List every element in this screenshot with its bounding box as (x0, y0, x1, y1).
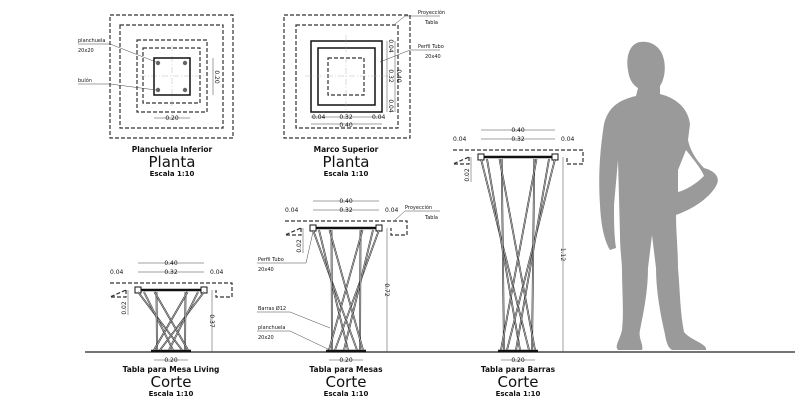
label-tube-size: 20x40 (258, 267, 274, 273)
dim-base: 0.20 (339, 357, 353, 364)
dim-total: 0.40 (511, 127, 525, 134)
title: Tabla para Barras (481, 365, 556, 374)
title: Tabla para Mesas (309, 365, 383, 374)
dim-side2: 0.04 (385, 207, 399, 214)
dim-mid: 0.32 (511, 136, 525, 143)
label-tube-size: 20x40 (425, 54, 441, 60)
dim-v-a: 0.04 (387, 39, 394, 53)
dim-v: 0.20 (213, 70, 220, 84)
dim-mid: 0.32 (339, 114, 353, 121)
dim-side1: 0.04 (453, 136, 467, 143)
title: Marco Superior (314, 145, 379, 154)
table-projection (109, 282, 233, 298)
dim-top: 0.02 (464, 168, 471, 182)
view: Planta (149, 153, 196, 171)
scale: Escala 1:10 (324, 390, 369, 398)
dim-base: 0.20 (164, 357, 178, 364)
label-table: Tabla (424, 215, 438, 221)
label-tube: Perfil Tubo (418, 44, 444, 50)
view: Corte (498, 373, 539, 391)
dim-v-mid: 0.32 (387, 69, 394, 83)
dim-side1: 0.04 (312, 114, 326, 121)
table-projection (452, 149, 584, 165)
person-silhouette (599, 41, 718, 350)
section-mesas: Proyección Tabla Perfil Tubo 20x40 Barra… (257, 198, 440, 398)
scale: Escala 1:10 (150, 170, 195, 178)
view: Planta (323, 153, 370, 171)
dim-height: 1.12 (559, 248, 566, 262)
dim-height: 0.72 (383, 283, 390, 297)
plan-upper-frame: Proyección Tabla Perfil Tubo 20x40 0.04 … (283, 9, 445, 178)
table-projection (284, 220, 408, 236)
dim-h: 0.20 (165, 115, 179, 122)
scale: Escala 1:10 (496, 390, 541, 398)
dim-side1: 0.04 (110, 269, 124, 276)
dim-base: 0.20 (511, 357, 525, 364)
dim-v-total: 0.40 (395, 69, 402, 83)
label-proj: Proyección (405, 204, 432, 211)
label-plate: planchuela (78, 38, 105, 44)
dim-side2: 0.04 (210, 269, 224, 276)
label-bolt: bulón (78, 77, 92, 84)
dim-side2: 0.04 (372, 114, 386, 121)
dim-top: 0.02 (121, 301, 128, 315)
scale: Escala 1:10 (149, 390, 194, 398)
label-bars: Barras Ø12 (258, 305, 286, 312)
dim-height: 0.37 (208, 314, 215, 328)
title: Planchuela Inferior (132, 145, 213, 154)
dim-side2: 0.04 (561, 136, 575, 143)
view: Corte (151, 373, 192, 391)
label-proj: Proyección (418, 9, 445, 16)
label-tube: Perfil Tubo (258, 257, 284, 263)
dim-total: 0.40 (164, 260, 178, 267)
dim-total: 0.40 (339, 122, 353, 129)
dim-mid: 0.32 (164, 269, 178, 276)
plan-lower-plate: planchuela 20x20 bulón 0.20 0.20 Planchu… (78, 14, 234, 178)
view: Corte (326, 373, 367, 391)
label-table: Tabla (424, 20, 438, 26)
scale: Escala 1:10 (324, 170, 369, 178)
label-plate-size: 20x20 (258, 335, 274, 341)
dim-mid: 0.32 (339, 207, 353, 214)
bolt-icons (155, 60, 188, 93)
label-plate: planchuela (258, 325, 285, 331)
dim-v-b: 0.04 (387, 99, 394, 113)
dim-total: 0.40 (339, 198, 353, 205)
label-plate-size: 20x20 (78, 48, 94, 54)
dim-side1: 0.04 (285, 207, 299, 214)
dim-top: 0.02 (296, 239, 303, 253)
title: Tabla para Mesa Living (123, 365, 220, 374)
